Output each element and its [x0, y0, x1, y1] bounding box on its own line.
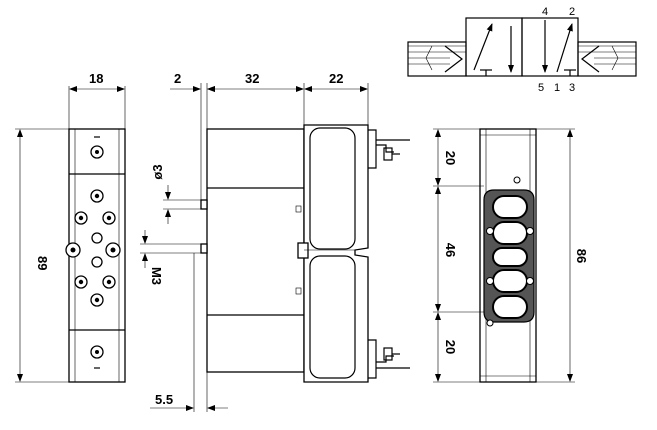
side-body [206, 128, 305, 373]
port-1-label: 1 [554, 82, 560, 94]
port-2-label: 2 [569, 6, 575, 18]
left-triangle [444, 45, 463, 73]
dim-height-right: 86 [574, 249, 589, 263]
right-actuator [577, 41, 637, 77]
dim-section-top: 20 [443, 151, 458, 165]
dim-section-bottom: 20 [443, 340, 458, 354]
dimension-89: 89 [15, 128, 69, 383]
dimension-18: 18 [68, 71, 126, 129]
connector-bottom [368, 339, 377, 379]
dim-height-left: 89 [35, 256, 50, 270]
dim-section-mid: 46 [443, 243, 458, 257]
valve-box-right [521, 17, 579, 77]
manifold-view [479, 128, 537, 383]
port-4-label: 4 [542, 6, 548, 18]
front-view [65, 128, 126, 383]
dim-bottom-offset: 5.5 [155, 392, 173, 407]
port-5-label: 5 [538, 82, 544, 94]
connector-top [368, 129, 377, 169]
dimension-sections: 20 46 20 [433, 128, 484, 383]
left-actuator [407, 41, 467, 77]
side-view [200, 124, 410, 383]
dim-body-length: 32 [245, 71, 259, 86]
dim-top-offset: 2 [174, 71, 181, 86]
dimension-thread: M3 [140, 230, 201, 285]
dimension-bottom-offset: 5.5 [150, 253, 228, 412]
dimension-86: 86 [536, 128, 589, 383]
coil-housing [303, 124, 369, 383]
valve-box-left [465, 17, 523, 77]
right-triangle [581, 45, 600, 73]
dim-pin-diameter: ø3 [150, 164, 165, 179]
dimension-pin-diameter: ø3 [150, 164, 201, 224]
dim-coil-length: 22 [329, 71, 343, 86]
dimension-top-row: 2 32 22 [170, 71, 369, 200]
port-3-label: 3 [569, 82, 575, 94]
dim-thread: M3 [149, 267, 164, 285]
pneumatic-symbol: 4 2 5 1 3 [407, 6, 637, 94]
dim-top-width: 18 [89, 71, 103, 86]
